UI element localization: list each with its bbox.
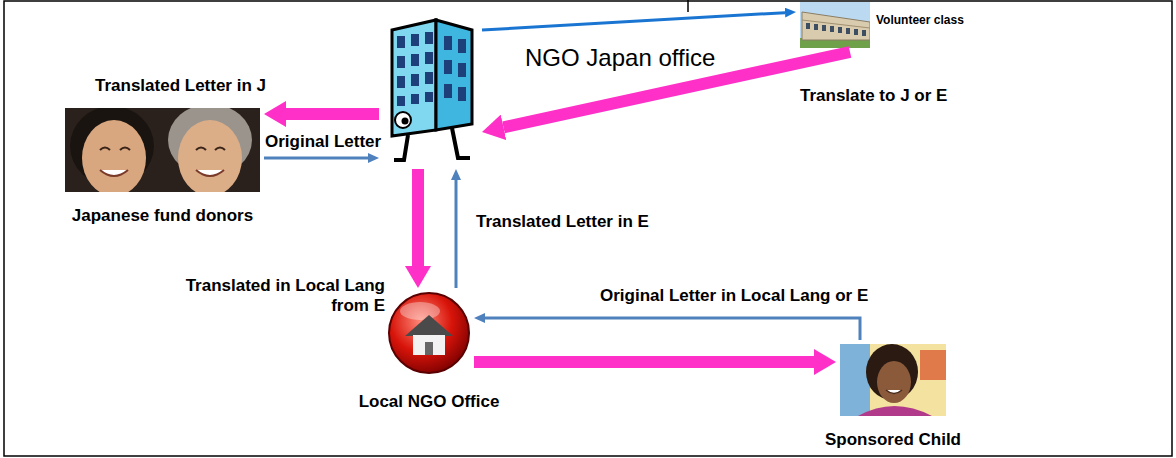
node-label: Local NGO Office xyxy=(359,392,500,412)
building-window xyxy=(425,92,433,102)
person-face xyxy=(178,120,242,192)
building-window xyxy=(397,36,405,48)
child-node: Sponsored Child xyxy=(840,344,946,416)
flow-label: Translated Letter in J xyxy=(95,76,266,96)
school-window xyxy=(814,24,818,30)
circle-highlight xyxy=(400,302,440,320)
photo-wall xyxy=(840,344,870,416)
building-leg xyxy=(394,135,408,160)
node-label: Volunteer class xyxy=(876,14,964,28)
flow-arrow xyxy=(482,13,785,30)
school-ledge xyxy=(802,20,870,28)
flow-label: Translated Letter in E xyxy=(476,212,649,232)
child-photo xyxy=(840,344,946,416)
person-smile xyxy=(196,170,224,176)
donors-photo xyxy=(65,108,260,192)
office-building-icon xyxy=(392,20,472,160)
house-door xyxy=(425,342,433,355)
building-window xyxy=(458,87,466,101)
office-node: NGO Japan office xyxy=(383,14,478,165)
child-face xyxy=(877,361,911,403)
building-front xyxy=(392,20,436,136)
building-window xyxy=(397,96,405,106)
building-window xyxy=(444,36,452,50)
school-window xyxy=(846,28,850,34)
class-node: Volunteer class xyxy=(800,2,870,48)
school-window xyxy=(830,26,834,32)
building-window xyxy=(411,74,419,86)
house-roof xyxy=(405,315,453,336)
school-window xyxy=(854,29,858,35)
photo-poster xyxy=(920,350,946,380)
building-eye xyxy=(395,112,411,128)
flow-label: Translated in Local Lang from E xyxy=(165,276,385,315)
node-label: NGO Japan office xyxy=(525,44,715,72)
building-window xyxy=(425,32,433,44)
frame-tick xyxy=(687,0,689,12)
school-window xyxy=(806,23,810,29)
donor-node: Japanese fund donors xyxy=(65,106,260,192)
red-circle xyxy=(389,293,469,373)
house-body xyxy=(413,335,445,355)
building-window xyxy=(425,72,433,84)
flow-arrow xyxy=(286,108,379,120)
photo-background xyxy=(840,344,946,416)
school-window xyxy=(862,30,866,36)
building-pupil xyxy=(402,118,409,125)
person-smile xyxy=(100,170,128,176)
building-window xyxy=(444,60,452,74)
flow-arrow xyxy=(264,157,368,160)
school-window xyxy=(822,25,826,31)
building-window xyxy=(444,84,452,98)
person-eyes xyxy=(100,148,130,151)
local-office-node: Local NGO Office xyxy=(388,292,470,374)
child-shirt xyxy=(858,406,932,416)
flow-label: Original Letter xyxy=(265,132,381,152)
building-window xyxy=(411,94,419,104)
school-building xyxy=(802,12,870,40)
child-smile xyxy=(886,390,902,394)
local-office-icon xyxy=(389,293,469,373)
frame-border xyxy=(4,1,1172,456)
flow-label: Translate to J or E xyxy=(800,86,947,106)
photo-sky xyxy=(800,2,870,48)
building-window xyxy=(397,76,405,88)
flow-arrow xyxy=(412,169,424,266)
flow-label: Original Letter in Local Lang or E xyxy=(600,286,868,306)
building-window xyxy=(425,52,433,64)
flow-arrow xyxy=(485,318,860,340)
building-window xyxy=(411,54,419,66)
person-eyes xyxy=(196,148,225,151)
building-window xyxy=(458,63,466,77)
building-window xyxy=(458,39,466,53)
person-face xyxy=(82,120,146,192)
school-photo xyxy=(800,2,870,48)
building-window xyxy=(411,34,419,46)
building-window xyxy=(397,56,405,68)
school-window xyxy=(838,27,842,33)
node-label: Japanese fund donors xyxy=(72,206,253,226)
node-label: Sponsored Child xyxy=(825,430,961,450)
building-side xyxy=(436,20,472,130)
building-leg xyxy=(452,128,470,158)
flow-arrow xyxy=(455,180,458,288)
flow-arrow xyxy=(474,356,814,368)
